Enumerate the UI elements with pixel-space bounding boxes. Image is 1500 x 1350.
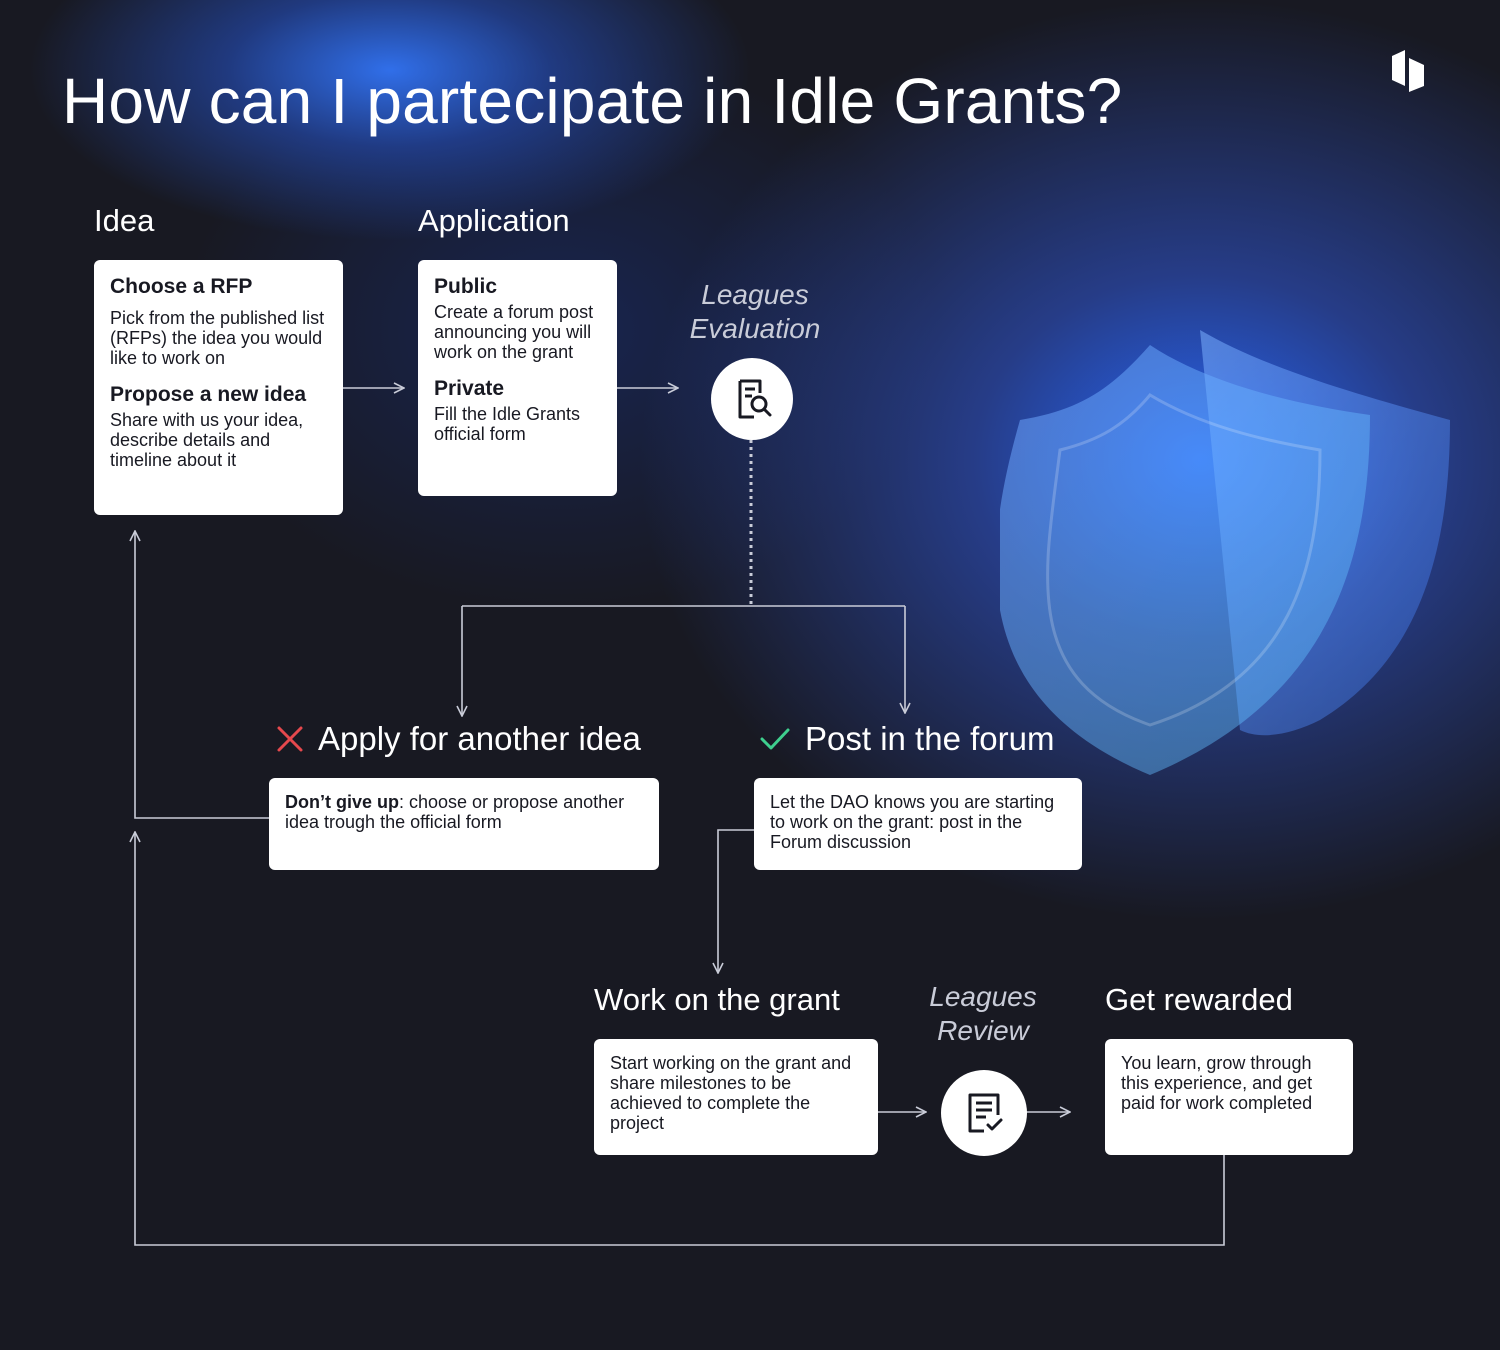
leagues-review-label: Leagues Review: [929, 981, 1037, 1046]
x-icon: [277, 726, 303, 752]
public-text: Create a forum post announcing you will …: [434, 302, 594, 362]
reject-text: Don’t give up: choose or propose another…: [285, 792, 625, 832]
public-title: Public: [434, 275, 498, 298]
reject-card: Don’t give up: choose or propose another…: [269, 778, 659, 870]
work-card: Start working on the grant and share mil…: [594, 1039, 878, 1155]
reject-heading: Apply for another idea: [318, 720, 641, 757]
document-check-icon: [968, 1093, 1003, 1133]
shield-illustration: [1000, 330, 1450, 775]
idea-heading: Idea: [94, 203, 155, 238]
check-icon: [760, 728, 790, 750]
work-text: Start working on the grant and share mil…: [610, 1053, 852, 1133]
accept-heading: Post in the forum: [805, 720, 1055, 757]
leagues-evaluation-node: [711, 358, 793, 440]
accept-card: Let the DAO knows you are starting to wo…: [754, 778, 1082, 870]
choose-rfp-title: Choose a RFP: [110, 275, 253, 298]
document-search-icon: [738, 379, 772, 419]
propose-idea-title: Propose a new idea: [110, 383, 307, 406]
choose-rfp-text: Pick from the published list (RFPs) the …: [110, 308, 325, 368]
private-text: Fill the Idle Grants official form: [434, 404, 581, 444]
reject-outcome: Apply for another idea: [276, 720, 641, 758]
idea-card: Choose a RFP Pick from the published lis…: [94, 260, 343, 515]
application-heading: Application: [418, 203, 570, 238]
reward-card: You learn, grow through this experience,…: [1105, 1039, 1353, 1155]
idle-logo-icon: [1392, 50, 1424, 92]
private-title: Private: [434, 377, 505, 400]
leagues-evaluation-label: Leagues Evaluation: [689, 279, 821, 344]
work-heading: Work on the grant: [594, 982, 840, 1017]
reward-text: You learn, grow through this experience,…: [1121, 1053, 1313, 1113]
propose-idea-text: Share with us your idea, describe detail…: [110, 410, 304, 470]
accept-outcome: Post in the forum: [759, 720, 1054, 758]
page-title: How can I partecipate in Idle Grants?: [62, 65, 1123, 137]
leagues-review-node: [941, 1070, 1027, 1156]
accept-text: Let the DAO knows you are starting to wo…: [770, 792, 1055, 852]
application-card: Public Create a forum post announcing yo…: [418, 260, 617, 496]
reward-heading: Get rewarded: [1105, 982, 1293, 1017]
